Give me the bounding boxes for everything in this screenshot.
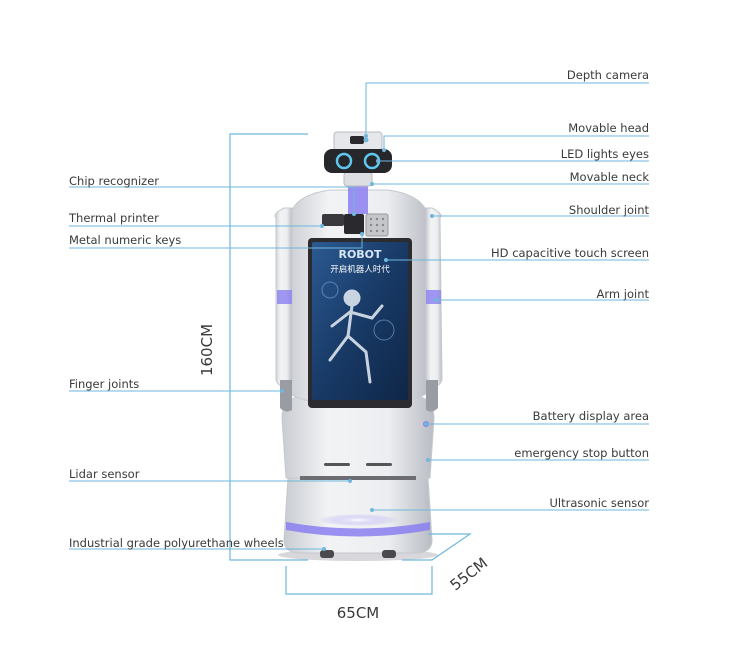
led-eye-left	[335, 152, 353, 170]
wheel-right	[382, 550, 396, 558]
label-movable-neck: Movable neck	[570, 170, 650, 184]
touch-screen	[312, 242, 408, 400]
label-depth-camera: Depth camera	[567, 68, 649, 82]
label-shoulder-joint: Shoulder joint	[569, 203, 650, 217]
wheel-left	[320, 550, 334, 558]
label-emergency-stop: emergency stop button	[514, 446, 649, 460]
label-finger-joints: Finger joints	[69, 377, 139, 391]
label-chip-recognizer: Chip recognizer	[69, 174, 159, 188]
label-movable-head: Movable head	[568, 121, 649, 135]
labels-left: Chip recognizer Thermal printer Metal nu…	[68, 174, 284, 550]
screen-subtitle: 开启机器人时代	[330, 264, 390, 275]
label-led-eyes: LED lights eyes	[561, 147, 649, 161]
width-dimension: 65CM	[337, 604, 380, 622]
leader-lines	[69, 82, 649, 550]
label-thermal-printer: Thermal printer	[68, 211, 159, 225]
label-lidar: Lidar sensor	[69, 467, 140, 481]
height-dimension: 160CM	[198, 324, 216, 376]
label-ultrasonic: Ultrasonic sensor	[550, 496, 650, 510]
label-numeric-keys: Metal numeric keys	[69, 233, 181, 247]
depth-dimension: 55CM	[447, 554, 492, 594]
label-battery-area: Battery display area	[533, 409, 649, 423]
leader-dots	[280, 134, 438, 551]
screen-title: ROBOT	[338, 248, 382, 261]
labels-right: Depth camera Movable head LED lights eye…	[491, 68, 649, 510]
robot-illustration: ROBOT 开启机器人时代	[274, 131, 443, 561]
label-wheels: Industrial grade polyurethane wheels	[69, 536, 284, 550]
label-arm-joint: Arm joint	[597, 287, 650, 301]
label-touch-screen: HD capacitive touch screen	[491, 246, 649, 260]
